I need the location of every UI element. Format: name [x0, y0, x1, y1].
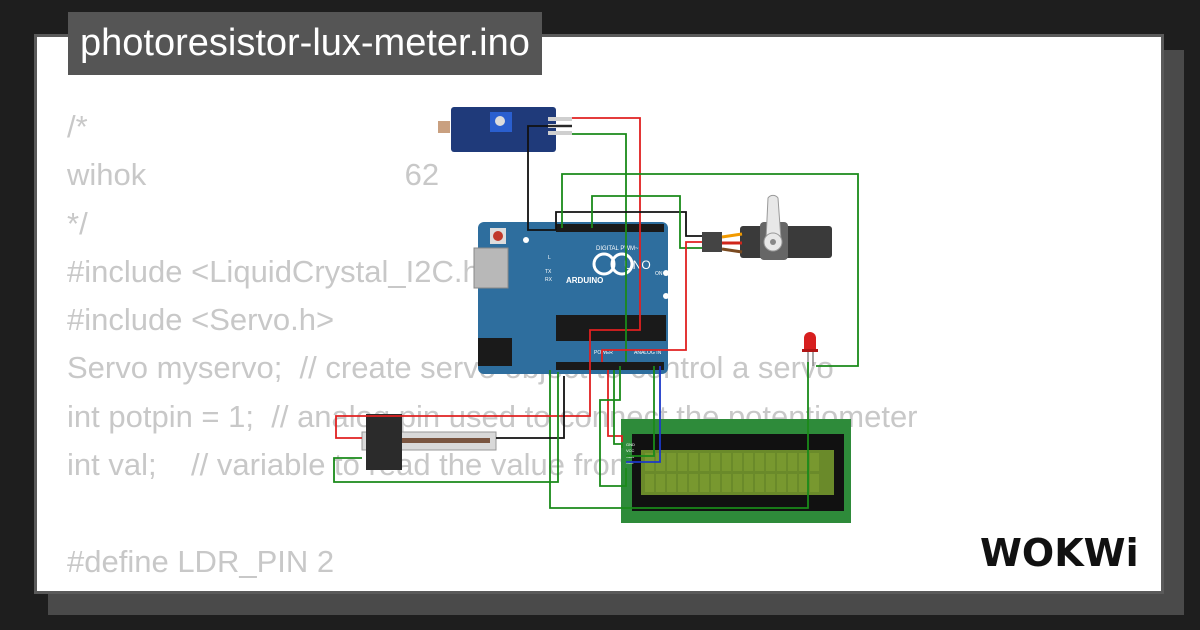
code-line: */: [67, 205, 88, 241]
usb-connector: [473, 247, 509, 289]
sketch-title: photoresistor-lux-meter.ino: [68, 12, 542, 75]
digital-header-label: DIGITAL PWM~: [596, 246, 639, 252]
tx-label: TX: [545, 269, 552, 275]
servo-screw: [770, 239, 776, 245]
code-line: wihok 62: [67, 157, 440, 193]
wokwi-logo-text: WOKWi: [980, 531, 1139, 575]
servo-motor[interactable]: [702, 194, 832, 260]
slide-potentiometer[interactable]: [361, 414, 497, 470]
power-jack: [478, 338, 512, 366]
servo-connector: [702, 232, 722, 252]
code-line: #include <LiquidCrystal_I2C.h>: [67, 253, 498, 289]
ldr-sensor-module[interactable]: [438, 107, 572, 152]
rx-label: RX: [545, 277, 553, 283]
mounting-hole: [523, 237, 529, 243]
power-header-label: POWER: [594, 350, 613, 356]
ldr-pin: [548, 117, 572, 121]
led-dome: [804, 332, 816, 350]
red-led[interactable]: [802, 332, 818, 366]
l-label: L: [548, 255, 551, 261]
ldr-pin: [548, 131, 572, 135]
code-line: #define LDR_PIN 2: [67, 543, 335, 579]
infinity-logo: [610, 252, 634, 276]
led-rim: [802, 349, 818, 352]
servo-horn: [765, 194, 782, 241]
infinity-logo: [592, 252, 616, 276]
reset-button[interactable]: [493, 231, 503, 241]
mounting-hole: [663, 270, 669, 276]
code-line: #include <Servo.h>: [67, 302, 335, 338]
wokwi-logo: WOKWi: [980, 531, 1139, 575]
arduino-uno-board[interactable]: ARDUINO UNO DIGITAL PWM~ POWER ANALOG IN…: [473, 222, 669, 374]
ldr-trimmer-knob: [495, 116, 505, 126]
arduino-brand: ARDUINO: [566, 276, 603, 285]
lcd-pin-gnd: GND: [626, 442, 635, 447]
on-label: ON: [655, 271, 663, 277]
analog-header-label: ANALOG IN: [634, 350, 662, 356]
power-analog-header: [556, 362, 664, 370]
lcd-pin-vcc: VCC: [626, 448, 635, 453]
code-line: /*: [67, 109, 88, 144]
ldr-cell: [438, 121, 450, 133]
wires: [333, 117, 859, 509]
mounting-hole: [663, 293, 669, 299]
digital-header: [556, 224, 664, 232]
slider-track: [368, 438, 490, 443]
slider-knob[interactable]: [366, 414, 402, 470]
atmega-chip: [556, 315, 666, 341]
arduino-model: UNO: [624, 258, 651, 272]
